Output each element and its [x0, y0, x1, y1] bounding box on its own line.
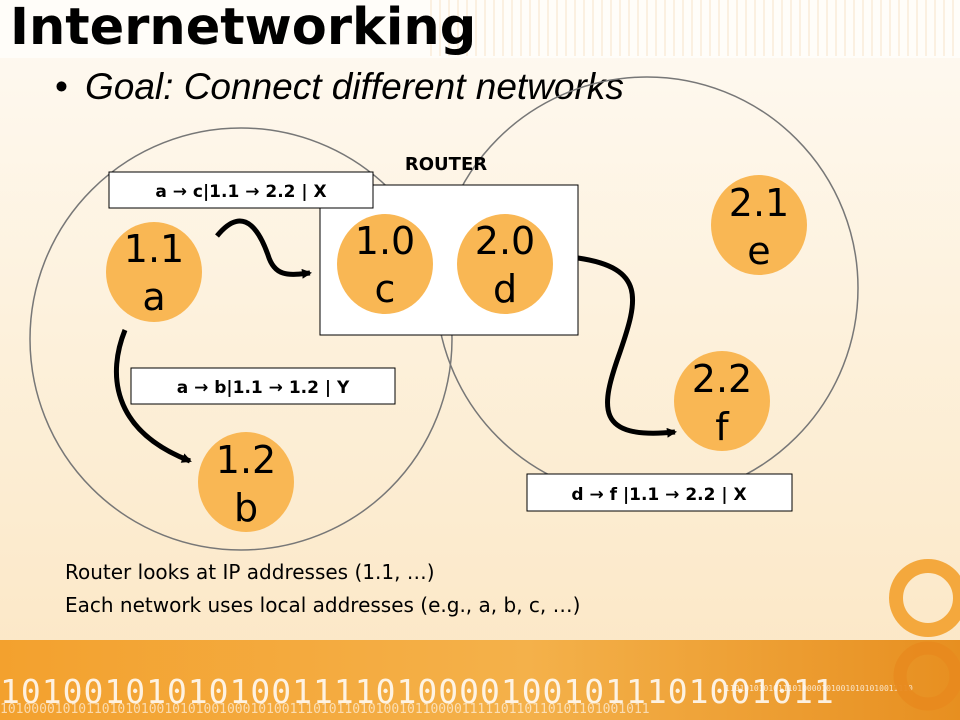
- node-name: d: [493, 267, 517, 311]
- goal-text: Goal: Connect different networks: [85, 66, 624, 107]
- arrow-a-to-b: [113, 329, 192, 464]
- node-address: 2.2: [692, 357, 752, 401]
- binary-text-tiny: 110101010101110100001010010101010011110: [725, 684, 913, 693]
- node-circle: [198, 432, 294, 532]
- node-d: 2.0 d: [457, 214, 553, 314]
- note-local-addresses: Each network uses local addresses (e.g.,…: [65, 593, 581, 617]
- binary-text-large: 1010010101010011110100001001011101001011: [0, 672, 835, 711]
- node-c: 1.0 c: [337, 214, 433, 314]
- node-circle: [674, 351, 770, 451]
- node-e: 2.1 e: [711, 175, 807, 275]
- packet-box: [526, 473, 793, 512]
- node-address: 1.2: [216, 438, 276, 482]
- ring-decoration: [889, 559, 960, 637]
- node-name: a: [142, 275, 165, 319]
- node-circle: [337, 214, 433, 314]
- ring-decoration: [893, 641, 960, 711]
- slide-title: Internetworking: [10, 0, 477, 57]
- node-name: f: [715, 405, 730, 449]
- node-circle: [711, 175, 807, 275]
- packet-box: [108, 171, 374, 209]
- packet-text: a → c|1.1 → 2.2 | X: [155, 182, 326, 202]
- node-address: 2.0: [475, 219, 535, 263]
- node-name: c: [375, 267, 396, 311]
- node-address: 2.1: [729, 181, 789, 225]
- router-label: ROUTER: [405, 154, 487, 175]
- node-address: 1.1: [124, 227, 184, 271]
- node-circle: [457, 214, 553, 314]
- binary-footer-band: 1010010101010011110100001001011101001011…: [0, 640, 960, 720]
- node-f: 2.2 f: [674, 351, 770, 451]
- title-band: [0, 0, 960, 58]
- packet-box: [130, 367, 396, 405]
- node-address: 1.0: [355, 219, 415, 263]
- node-b: 1.2 b: [198, 432, 294, 532]
- node-a: 1.1 a: [106, 222, 202, 322]
- binary-text-small: 1010000101011010101001010100100010100111…: [0, 702, 650, 717]
- packet-text: a → b|1.1 → 1.2 | Y: [177, 378, 350, 398]
- node-name: b: [234, 486, 258, 530]
- packet-header-d-to-f: d → f |1.1 → 2.2 | X: [526, 473, 793, 512]
- node-circle: [106, 222, 202, 322]
- note-router-ip: Router looks at IP addresses (1.1, …): [65, 560, 435, 584]
- arrow-d-to-f: [577, 255, 677, 438]
- packet-header-a-to-b: a → b|1.1 → 1.2 | Y: [130, 367, 396, 405]
- arrow-a-to-c: [215, 218, 312, 279]
- goal-bullet: • Goal: Connect different networks: [55, 66, 624, 108]
- bullet-dot-icon: •: [55, 66, 68, 107]
- packet-header-a-to-c: a → c|1.1 → 2.2 | X: [108, 171, 374, 209]
- decorative-stripes: [430, 0, 960, 56]
- packet-text: d → f |1.1 → 2.2 | X: [571, 485, 746, 505]
- network-1-circle: [29, 127, 453, 551]
- node-name: e: [747, 229, 770, 273]
